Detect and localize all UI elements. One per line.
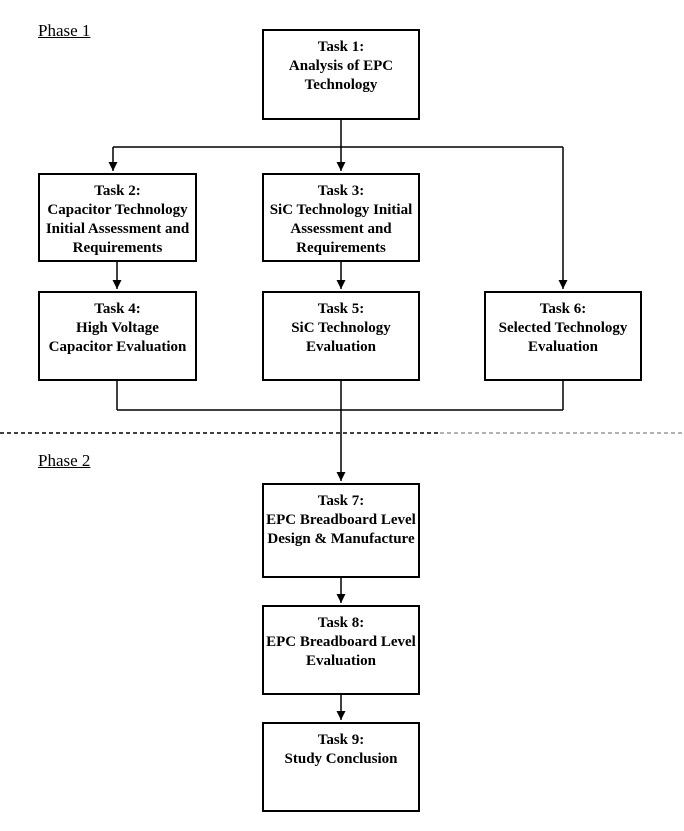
task-4-label: Task 4: High Voltage Capacitor Evaluatio…: [48, 301, 187, 355]
task-7-label: Task 7: EPC Breadboard Level Design & Ma…: [266, 493, 416, 547]
task-9-label: Task 9: Study Conclusion: [284, 732, 398, 767]
task-4-box: Task 4: High Voltage Capacitor Evaluatio…: [38, 291, 197, 381]
task-8-label: Task 8: EPC Breadboard Level Evaluation: [266, 615, 416, 669]
task-6-box: Task 6: Selected Technology Evaluation: [484, 291, 642, 381]
task-1-box: Task 1: Analysis of EPC Technology: [262, 29, 420, 120]
phase-1-label: Phase 1: [38, 21, 91, 40]
task-9-box: Task 9: Study Conclusion: [262, 722, 420, 812]
task-3-label: Task 3: SiC Technology Initial Assessmen…: [269, 183, 413, 256]
task-2-box: Task 2: Capacitor Technology Initial Ass…: [38, 173, 197, 262]
task-8-box: Task 8: EPC Breadboard Level Evaluation: [262, 605, 420, 695]
task-2-label: Task 2: Capacitor Technology Initial Ass…: [45, 183, 190, 256]
task-5-label: Task 5: SiC Technology Evaluation: [291, 301, 391, 355]
task-1-label: Task 1: Analysis of EPC Technology: [288, 39, 394, 93]
task-6-label: Task 6: Selected Technology Evaluation: [498, 301, 628, 355]
task-5-box: Task 5: SiC Technology Evaluation: [262, 291, 420, 381]
phase-2-label: Phase 2: [38, 451, 91, 470]
task-7-box: Task 7: EPC Breadboard Level Design & Ma…: [262, 483, 420, 578]
task-3-box: Task 3: SiC Technology Initial Assessmen…: [262, 173, 420, 262]
